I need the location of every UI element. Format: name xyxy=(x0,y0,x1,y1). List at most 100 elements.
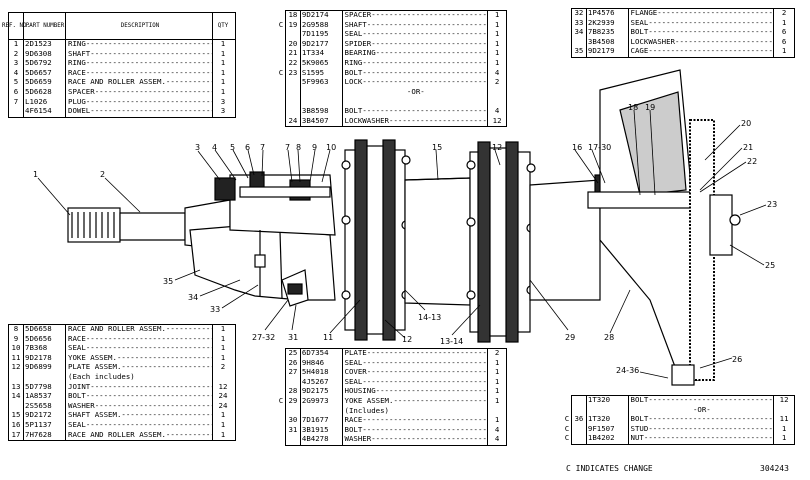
qty-cell: 1 xyxy=(220,343,226,353)
description-cell: SPACER----------------------------------… xyxy=(66,87,213,98)
ref-no-cell: 28 xyxy=(286,387,301,397)
ref-no-cell: 21 xyxy=(286,49,301,59)
qty-cell: 1 xyxy=(220,333,226,343)
leader-dashes: ---------------------------------------- xyxy=(90,107,212,116)
leader-dashes: ---------------------------------------- xyxy=(85,392,212,401)
callout-23: 23 xyxy=(767,200,777,209)
leader-lines xyxy=(37,109,767,379)
qty-cell: 1 xyxy=(494,357,500,367)
ref-no-cell: 11 xyxy=(9,353,24,364)
description-cell: RING------------------------------------… xyxy=(66,59,213,69)
description-cell: HOUSING---------------------------------… xyxy=(343,387,489,397)
callout-34: 34 xyxy=(188,293,198,302)
qty-cell: 12 xyxy=(218,381,228,391)
description-cell: SEAL------------------------------------… xyxy=(343,377,489,388)
part-number-cell: 6D7354 xyxy=(301,348,343,359)
qty-cell: 2 xyxy=(220,362,226,372)
change-mark: C xyxy=(564,423,570,433)
leader-dashes: ---------------------------------------- xyxy=(362,106,487,115)
description-cell: FLANGE----------------------------------… xyxy=(629,9,775,19)
description-cell: SEAL------------------------------------… xyxy=(343,30,489,40)
table-row: 4F6154DOWEL-----------------------------… xyxy=(9,107,235,117)
ref-no-cell: 3 xyxy=(9,59,24,69)
ref-no-cell: 27 xyxy=(286,368,301,378)
qty-cell: 6 xyxy=(781,27,787,37)
leader-dashes: ---------------------------------------- xyxy=(393,396,487,405)
qty-cell: 12 xyxy=(779,395,789,404)
description-cell: BOLT------------------------------------… xyxy=(629,415,775,425)
leader-dashes: ---------------------------------------- xyxy=(648,396,773,404)
part-number-cell: 2G9973 xyxy=(301,396,343,407)
table-row: (Includes) xyxy=(286,406,506,417)
callout-28: 28 xyxy=(604,333,614,342)
leader-dashes: ---------------------------------------- xyxy=(366,349,487,357)
callout-35: 35 xyxy=(163,277,173,286)
leader-dashes: ---------------------------------------- xyxy=(648,415,773,424)
part-number-cell: 2D1523 xyxy=(24,39,66,50)
part-number-cell: 1P4576 xyxy=(587,8,629,19)
description-cell: BOLT------------------------------------… xyxy=(629,28,775,38)
leader-dashes: ---------------------------------------- xyxy=(90,49,212,58)
callout-24-36: 24-36 xyxy=(616,366,639,375)
callout-10: 10 xyxy=(326,143,336,152)
ref-no-cell xyxy=(286,406,301,417)
leader-dashes: ---------------------------------------- xyxy=(94,87,212,96)
ref-no-cell xyxy=(286,87,301,98)
callout-15: 15 xyxy=(432,143,442,152)
leader-dashes: ---------------------------------------- xyxy=(362,78,487,87)
table-row: 107B368SEAL-----------------------------… xyxy=(9,344,235,354)
leader-dashes: ---------------------------------------- xyxy=(85,59,212,68)
table-body: 1 2D1523RING-----------------------------… xyxy=(9,39,235,117)
ref-no-cell: 12 xyxy=(9,363,24,373)
qty-cell: 1 xyxy=(220,429,226,439)
table-row: -OR- xyxy=(572,405,794,416)
part-number-cell: 5F9963 xyxy=(301,78,343,88)
qty-cell: 24 xyxy=(218,400,228,410)
description-cell: SEAL------------------------------------… xyxy=(343,358,489,369)
leader-dashes: ---------------------------------------- xyxy=(85,334,212,343)
table-row: 7L1026PLUG------------------------------… xyxy=(9,97,235,108)
ref-no-cell xyxy=(286,78,301,88)
part-number-cell: 5D7798 xyxy=(24,382,66,393)
ref-no-cell: 19 xyxy=(286,20,301,31)
qty-cell: 1 xyxy=(494,48,500,58)
qty-cell: 1 xyxy=(220,67,226,77)
description-cell: DOWEL-----------------------------------… xyxy=(66,107,213,117)
table-row: 3B4508LOCKWASHER------------------------… xyxy=(572,37,794,48)
part-number-cell: 4J5267 xyxy=(301,377,343,388)
callout-27-32: 27-32 xyxy=(252,333,275,342)
ref-no-cell xyxy=(9,107,24,117)
description-cell: YOKE ASSEM.-----------------------------… xyxy=(66,353,213,364)
ref-no-cell xyxy=(572,405,587,416)
part-number-cell: 5D6657 xyxy=(24,68,66,79)
part-number-cell: 4B4278 xyxy=(301,435,343,445)
ref-no-cell: 16 xyxy=(9,420,24,431)
part-number-cell: 1B4202 xyxy=(587,434,629,444)
callout-14-13: 14-13 xyxy=(418,313,441,322)
qty-cell: 1 xyxy=(494,29,500,39)
ref-no-cell xyxy=(9,372,24,383)
ref-no-cell: 25 xyxy=(286,348,301,359)
callout-2: 2 xyxy=(100,170,105,179)
leader-dashes: ---------------------------------------- xyxy=(371,435,487,444)
table-row: 3B8598BOLT------------------------------… xyxy=(286,106,506,117)
leader-dashes: ---------------------------------------- xyxy=(85,68,212,77)
description-cell: CAGE------------------------------------… xyxy=(629,47,775,57)
leader-dashes: ---------------------------------------- xyxy=(362,425,487,434)
leader-dashes: ---------------------------------------- xyxy=(371,11,487,19)
callout-21: 21 xyxy=(743,143,753,152)
leader-dashes: ---------------------------------------- xyxy=(675,37,773,46)
callout-22: 22 xyxy=(747,157,757,166)
leader-dashes: ---------------------------------------- xyxy=(121,363,212,372)
callout-17-30: 17-30 xyxy=(588,143,611,152)
change-note: C INDICATES CHANGE xyxy=(566,464,653,473)
leader-dashes: ---------------------------------------- xyxy=(366,368,487,377)
